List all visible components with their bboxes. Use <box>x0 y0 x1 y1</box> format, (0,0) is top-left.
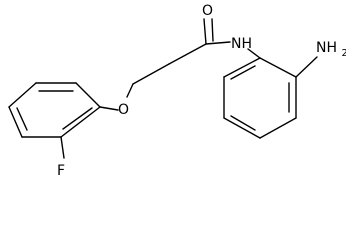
ether-oxygen-label: O <box>118 102 129 118</box>
molecule-diagram: O NH NH 2 O F <box>8 3 346 179</box>
amide-nh-label: NH <box>231 36 252 52</box>
amine-subscript: 2 <box>341 48 346 59</box>
bond-ring-nh2 <box>295 56 318 78</box>
aminophenyl-ring <box>223 57 297 139</box>
bond-nh-carbonyl <box>205 41 231 45</box>
bond-ch2-ch2 <box>132 63 170 85</box>
bond-carbonyl-double <box>203 18 207 45</box>
fluorine-label: F <box>57 163 65 179</box>
bond-ch2-oxygen <box>126 83 134 98</box>
bond-ring-fluorine <box>60 136 65 159</box>
amine-nh-label: NH <box>316 40 337 56</box>
carbonyl-oxygen-label: O <box>202 3 213 19</box>
fluorophenyl-ring <box>8 82 101 138</box>
bond-carbonyl-ch2 <box>168 43 207 65</box>
amine-nh2-label: NH 2 <box>316 40 346 59</box>
bond-ring-nh <box>247 48 261 59</box>
bond-oxygen-ring <box>99 106 119 111</box>
